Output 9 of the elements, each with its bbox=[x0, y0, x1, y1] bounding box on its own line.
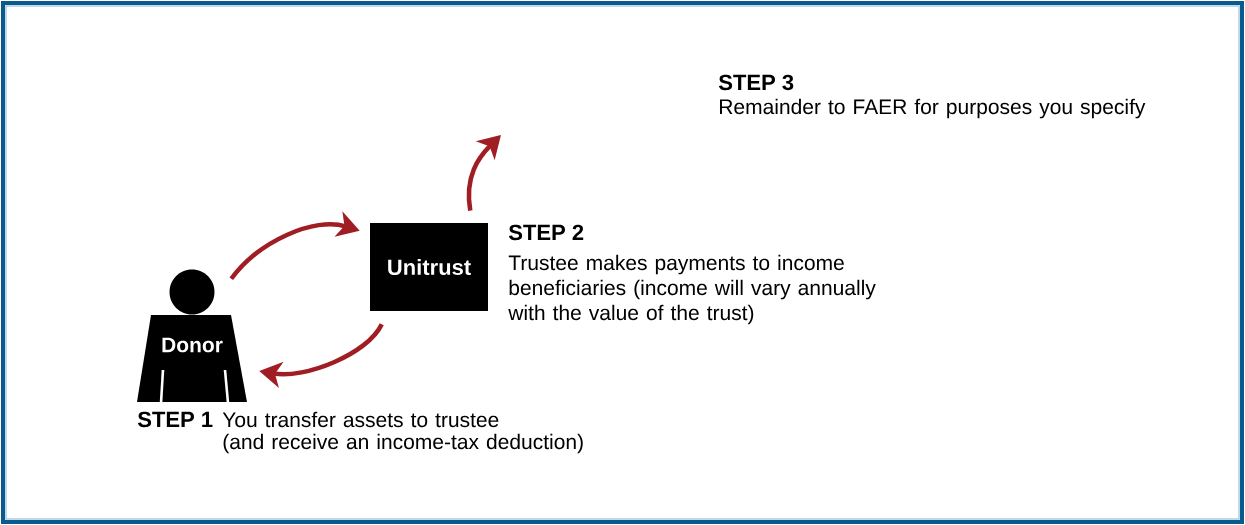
person-figure: Donor bbox=[137, 269, 247, 404]
square-box: Unitrust bbox=[370, 223, 488, 311]
arrow bbox=[466, 135, 501, 211]
step-text: You transfer assets to trustee (and receive an income-tax deduction) bbox=[222, 411, 583, 454]
step-text: Remainder to FAER for purposes you specify bbox=[720, 98, 1146, 119]
step-heading: STEP 2 bbox=[508, 224, 584, 241]
step-text: Trustee makes payments to income beneficiaries (income will vary annually with the value of the trust) bbox=[508, 254, 876, 325]
step-heading: STEP 1 bbox=[137, 411, 213, 428]
step-heading: STEP 3 bbox=[718, 74, 794, 91]
